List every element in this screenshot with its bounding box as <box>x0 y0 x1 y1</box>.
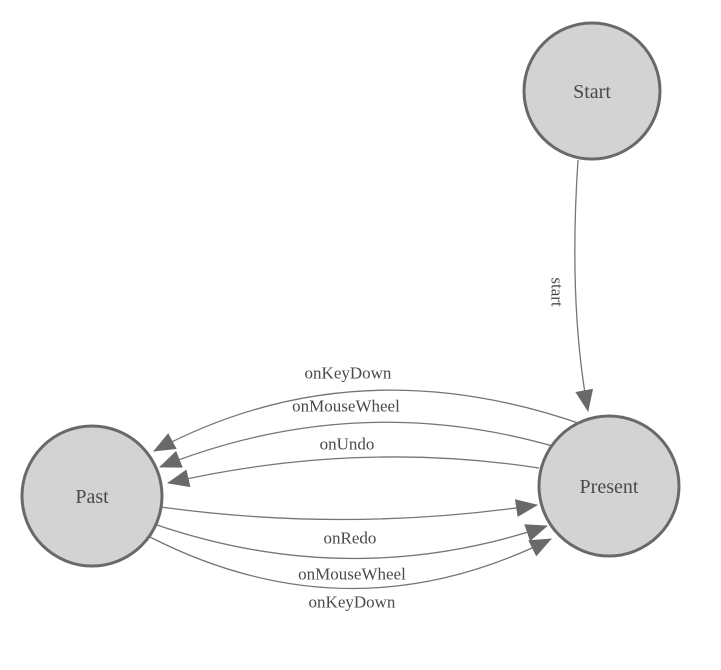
node-present-label: Present <box>580 476 639 498</box>
edges-layer <box>149 159 594 590</box>
node-start-label: Start <box>573 81 611 103</box>
edge-label-onkeydown-top: onKeyDown <box>305 364 392 383</box>
edge-past-to-present-onkeydown <box>149 536 552 590</box>
edge-labels-layer: start onKeyDown onMouseWheel onUndo onRe… <box>292 277 566 611</box>
edge-label-start: start <box>548 277 567 307</box>
node-present <box>537 414 681 558</box>
edge-present-to-past-onkeydown <box>153 389 585 452</box>
node-past <box>20 424 164 568</box>
edge-past-to-present-onredo <box>160 499 538 521</box>
edge-past-to-present-onmousewheel <box>153 523 548 560</box>
edge-label-onmousewheel-bottom: onMouseWheel <box>298 565 406 584</box>
edge-label-onundo: onUndo <box>320 435 375 454</box>
edge-present-to-past-onmousewheel <box>159 421 557 468</box>
edge-start-to-present <box>574 159 594 412</box>
edge-label-onmousewheel-top: onMouseWheel <box>292 397 400 416</box>
edge-label-onkeydown-bottom: onKeyDown <box>309 593 396 612</box>
node-past-label: Past <box>75 486 109 508</box>
edge-label-onredo: onRedo <box>324 529 377 548</box>
nodes-layer: Start Present Past <box>20 21 681 568</box>
node-start <box>522 21 662 161</box>
edge-present-to-past-onundo <box>167 456 540 488</box>
